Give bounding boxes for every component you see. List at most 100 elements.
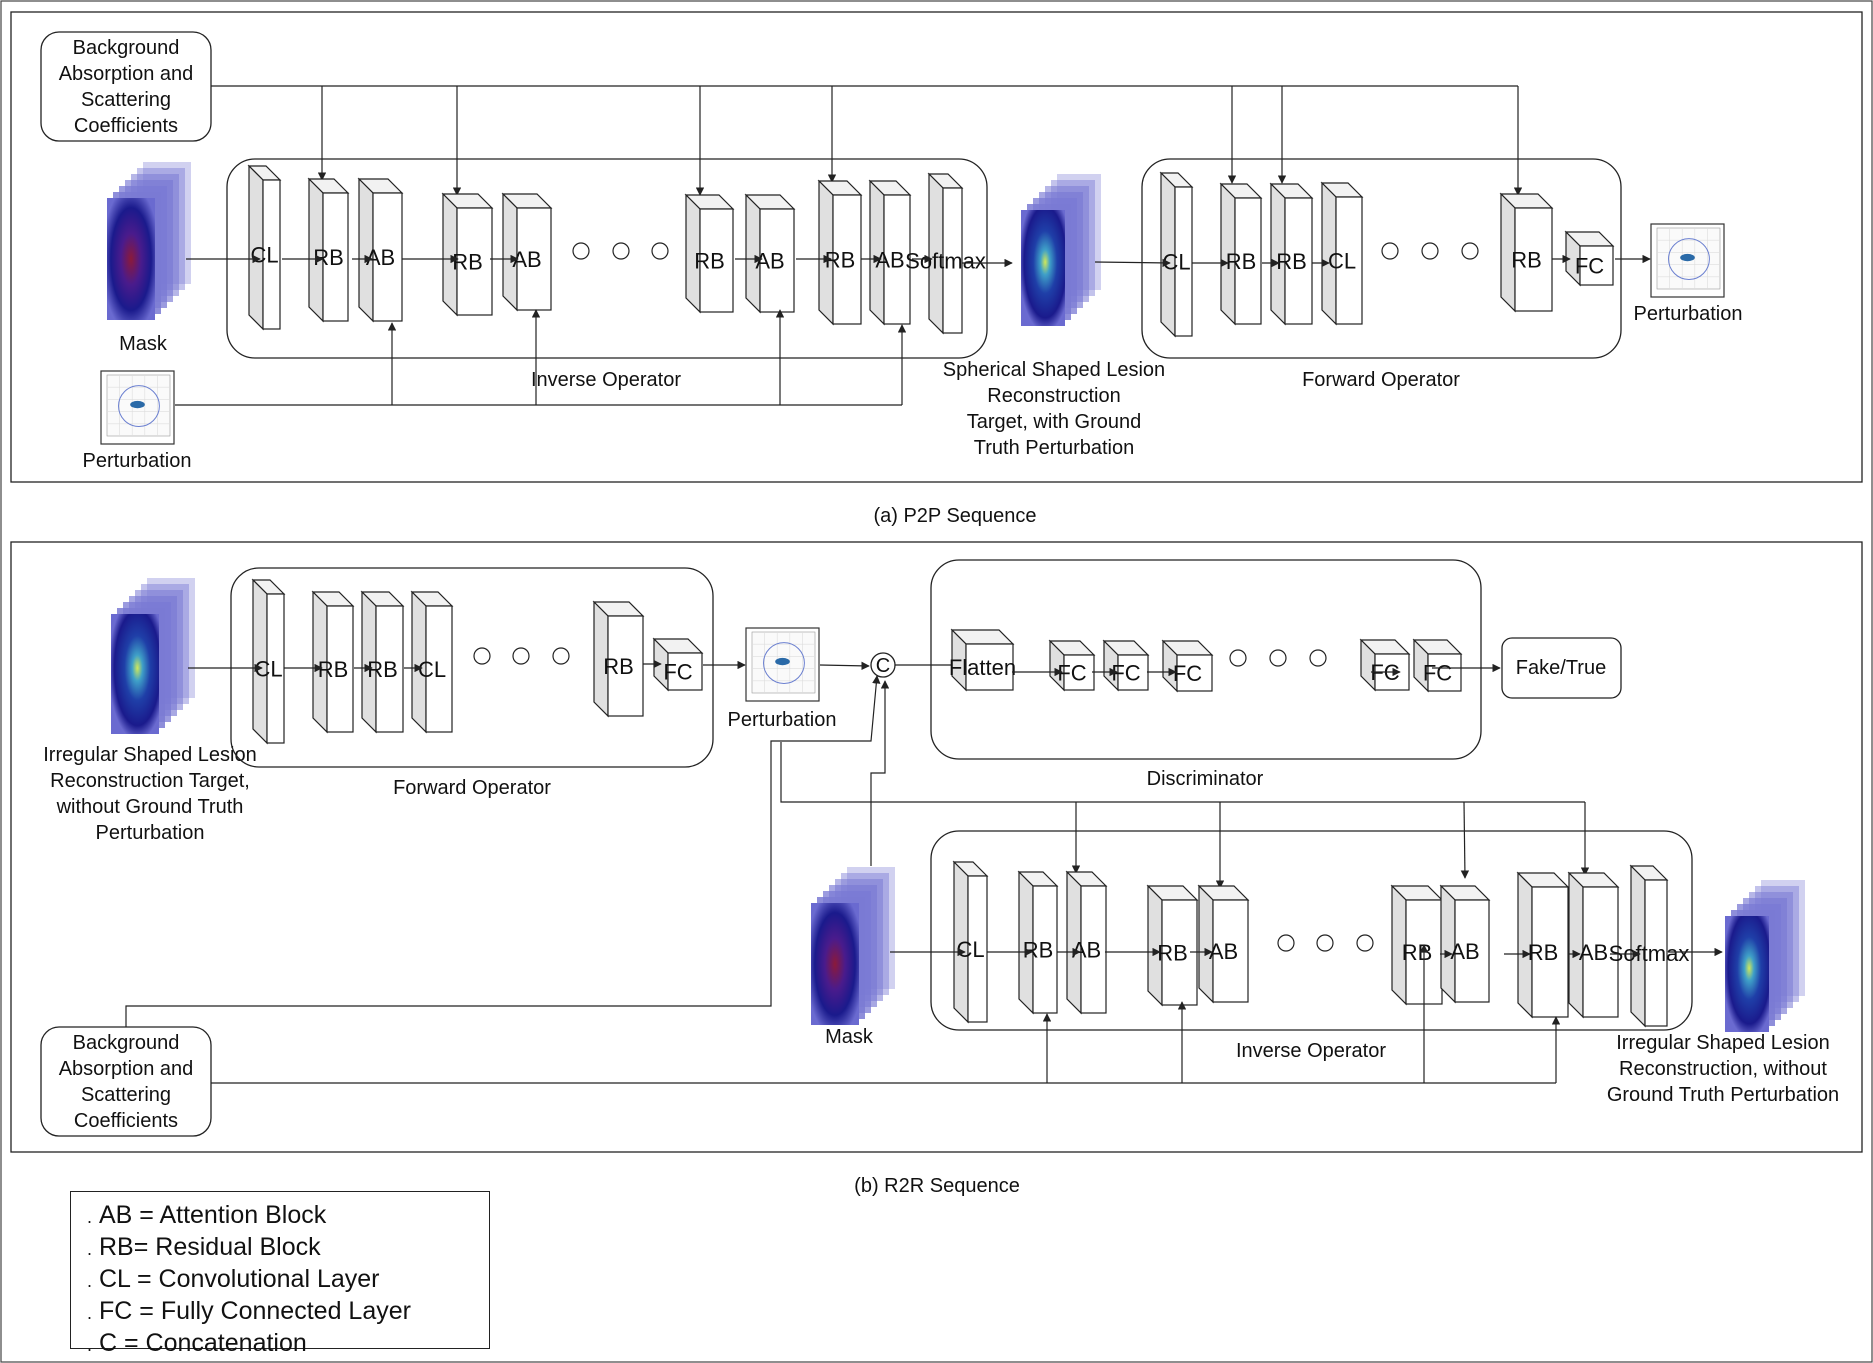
r2r-inverse-operator xyxy=(930,830,1693,1031)
p2p-inverse-arrows xyxy=(186,254,1013,268)
r2r-perturbation-image xyxy=(745,627,820,702)
r2r-bg-line-4: Coefficients xyxy=(74,1110,178,1132)
r2r-bg-line-2: Absorption and xyxy=(59,1058,194,1080)
p2p-inverse-block-8-label: AB xyxy=(875,248,904,273)
r2r-discriminator-block-1: FC xyxy=(1048,639,1096,692)
p2p-forward-block-5-label: FC xyxy=(1575,254,1604,279)
r2r-discriminator-block-5: FC xyxy=(1412,638,1463,693)
p2p-inverse-block-6-label: AB xyxy=(755,249,784,274)
p2p-forward-ellipsis xyxy=(1381,242,1479,260)
p2p-mask-label: Mask xyxy=(119,333,168,355)
r2r-inverse-block-2: AB xyxy=(1065,870,1108,1015)
p2p-target-image xyxy=(1021,174,1101,326)
p2p-forward-block-3-label: CL xyxy=(1328,249,1356,274)
p2p-inverse-block-6: AB xyxy=(744,193,796,314)
p2p-target-line-1: Spherical Shaped Lesion xyxy=(943,359,1165,381)
p2p-forward-block-2-label: RB xyxy=(1276,249,1307,274)
r2r-discriminator-block-5-label: FC xyxy=(1423,661,1452,686)
legend-item: .CL = Convolutional Layer xyxy=(87,1265,380,1293)
r2r-forward-block-5-label: FC xyxy=(663,660,692,685)
r2r-forward-block-1: RB xyxy=(311,590,355,734)
r2r-forward-block-5: FC xyxy=(652,637,704,692)
r2r-bg-line-1: Background xyxy=(73,1032,180,1054)
p2p-forward-block-2: RB xyxy=(1269,182,1314,326)
r2r-inverse-block-6: AB xyxy=(1439,884,1491,1004)
p2p-inverse-block-0: CL xyxy=(247,164,282,331)
r2r-inverse-arrows xyxy=(890,947,1723,959)
p2p-bg-line-3: Scattering xyxy=(81,89,171,111)
r2r-mask-image xyxy=(811,867,895,1025)
r2r-discriminator-block-3-label: FC xyxy=(1173,661,1202,686)
p2p-inverse-block-0-label: CL xyxy=(250,243,278,268)
r2r-discriminator-block-4: FC xyxy=(1359,638,1411,692)
p2p-perturbation-in-label: Perturbation xyxy=(83,450,192,472)
r2r-discriminator-block-0: Flatten xyxy=(949,628,1016,692)
r2r-forward-block-2: RB xyxy=(360,590,405,734)
r2r-inverse-block-3-label: RB xyxy=(1157,941,1188,966)
p2p-bg-line-4: Coefficients xyxy=(74,115,178,137)
r2r-inverse-block-1: RB xyxy=(1017,870,1059,1015)
p2p-perturbation-output xyxy=(1650,223,1725,298)
r2r-discriminator-block-3: FC xyxy=(1161,639,1214,693)
r2r-perturbation-label: Perturbation xyxy=(728,709,837,731)
r2r-concat-node: C xyxy=(870,652,896,678)
r2r-inverse-block-2-label: AB xyxy=(1072,938,1101,963)
r2r-input-line-4: Perturbation xyxy=(96,822,205,844)
r2r-output-box-label: Fake/True xyxy=(1516,657,1606,679)
legend-item-text: C = Concatenation xyxy=(99,1329,307,1357)
p2p-inverse-ellipsis xyxy=(572,242,669,260)
r2r-inverse-block-5: RB xyxy=(1390,884,1444,1006)
r2r-forward-label: Forward Operator xyxy=(393,777,551,799)
r2r-forward-block-4: RB xyxy=(592,600,645,718)
p2p-perturbation-out-image xyxy=(1650,223,1725,298)
r2r-perturbation-img xyxy=(745,627,820,702)
r2r-frame xyxy=(10,541,1863,1153)
p2p-inverse-block-8: AB xyxy=(868,179,912,326)
p2p-perturbation-input xyxy=(100,370,175,445)
p2p-target-line-3: Target, with Ground xyxy=(967,411,1142,433)
p2p-mask-image xyxy=(107,162,191,320)
p2p-forward-block-1-label: RB xyxy=(1226,249,1257,274)
r2r-mask-label: Mask xyxy=(825,1026,874,1048)
r2r-output-volume xyxy=(1725,880,1805,1032)
legend-item-text: AB = Attention Block xyxy=(99,1201,327,1229)
legend-item: .FC = Fully Connected Layer xyxy=(87,1297,411,1325)
r2r-discriminator-ellipsis xyxy=(1229,649,1327,667)
r2r-inverse-block-9: Softmax xyxy=(1609,864,1689,1028)
p2p-panel: Background Absorption and Scattering Coe… xyxy=(10,11,1863,483)
p2p-inverse-block-5-label: RB xyxy=(694,249,725,274)
p2p-bg-line-2: Absorption and xyxy=(59,63,194,85)
p2p-inverse-block-4: AB xyxy=(501,192,553,312)
r2r-inverse-block-4: AB xyxy=(1197,884,1250,1004)
p2p-bg-line-1: Background xyxy=(73,37,180,59)
r2r-forward-block-2-label: RB xyxy=(367,657,398,682)
r2r-discriminator-block-2-label: FC xyxy=(1111,661,1140,686)
r2r-forward-ellipsis xyxy=(473,647,570,665)
r2r-inverse-ellipsis xyxy=(1277,934,1374,952)
r2r-inverse-block-7-label: RB xyxy=(1528,940,1559,965)
p2p-inverse-block-2: AB xyxy=(357,177,404,323)
p2p-forward-label: Forward Operator xyxy=(1302,369,1460,391)
p2p-perturbation-in-image xyxy=(100,370,175,445)
r2r-bg-line-3: Scattering xyxy=(81,1084,171,1106)
r2r-output-line-2: Reconstruction, without xyxy=(1619,1058,1827,1080)
p2p-inverse-block-1-label: RB xyxy=(313,245,344,270)
r2r-inverse-block-5-label: RB xyxy=(1402,940,1433,965)
legend-item-text: CL = Convolutional Layer xyxy=(99,1265,380,1293)
p2p-perturbation-bus xyxy=(175,309,907,406)
legend-item: .RB= Residual Block xyxy=(87,1233,321,1261)
r2r-output-line-1: Irregular Shaped Lesion xyxy=(1616,1032,1829,1054)
p2p-background-bus xyxy=(211,85,1523,196)
p2p-mask-volume xyxy=(107,162,191,320)
r2r-forward-block-3: CL xyxy=(410,590,454,734)
p2p-inverse-block-3-label: RB xyxy=(452,250,483,275)
r2r-output-image xyxy=(1725,880,1805,1032)
p2p-inverse-block-5: RB xyxy=(684,193,735,314)
r2r-discriminator-arrows xyxy=(1012,663,1501,677)
